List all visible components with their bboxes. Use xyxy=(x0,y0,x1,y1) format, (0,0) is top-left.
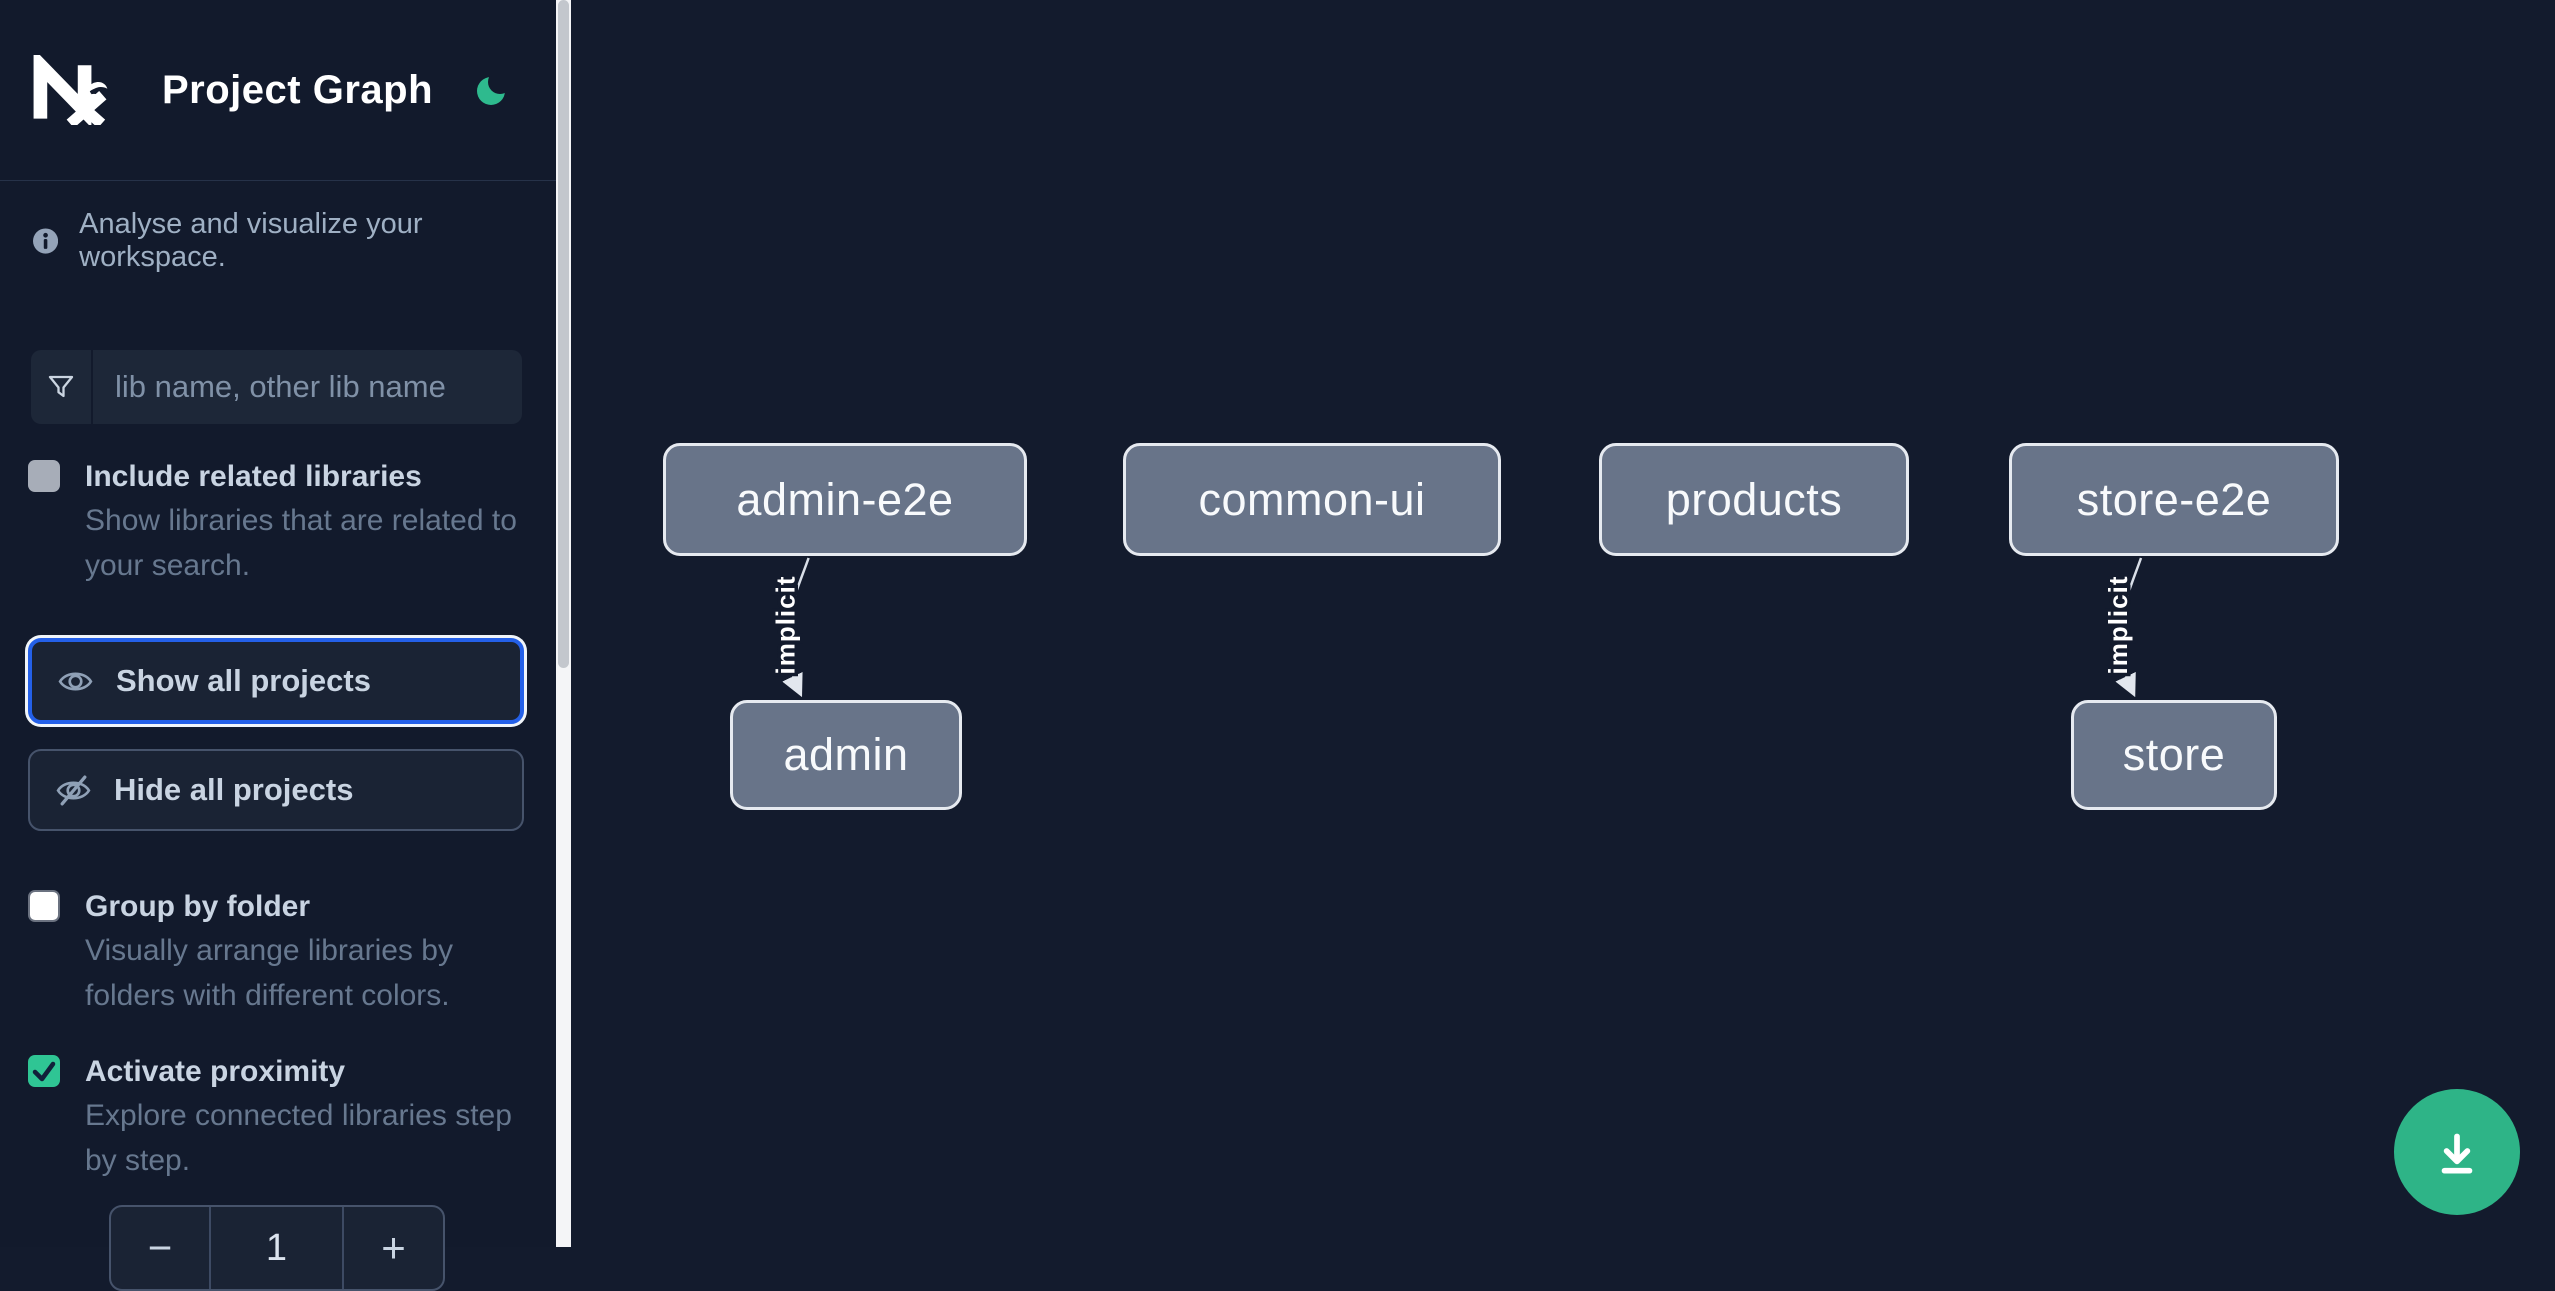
include-related-checkbox[interactable] xyxy=(28,460,60,492)
include-related-description: Show libraries that are related to your … xyxy=(85,504,517,582)
filter-icon xyxy=(31,350,93,424)
nx-logo-icon xyxy=(33,55,108,125)
sidebar-scrollbar-thumb[interactable] xyxy=(558,0,569,668)
graph-node-common-ui[interactable]: common-ui xyxy=(1123,443,1501,556)
hide-all-projects-button[interactable]: Hide all projects xyxy=(28,749,524,831)
increment-button[interactable]: + xyxy=(344,1207,443,1289)
group-by-folder-option: Group by folder Visually arrange librari… xyxy=(28,886,526,1018)
sidebar-scrollbar[interactable] xyxy=(556,0,571,1247)
moon-icon xyxy=(477,77,506,105)
filter-input[interactable] xyxy=(93,350,522,424)
graph-node-admin-e2e[interactable]: admin-e2e xyxy=(663,443,1027,556)
workspace-info-row: Analyse and visualize your workspace. xyxy=(33,208,526,274)
show-all-projects-button[interactable]: Show all projects xyxy=(28,638,524,724)
graph-canvas[interactable]: implicit implicit admin-e2e common-ui produ… xyxy=(571,0,2555,1247)
edge-label-store-e2e-store: implicit xyxy=(2103,575,2133,674)
graph-node-admin[interactable]: admin xyxy=(730,700,962,810)
page-title: Project Graph xyxy=(162,67,434,112)
download-graph-button[interactable] xyxy=(2394,1089,2520,1215)
edge-admin-e2e-admin xyxy=(782,557,810,698)
info-text: Analyse and visualize your workspace. xyxy=(79,208,423,273)
activate-proximity-checkbox[interactable] xyxy=(28,1055,60,1087)
activate-proximity-option: Activate proximity Explore connected lib… xyxy=(28,1051,526,1183)
download-icon xyxy=(2441,1133,2473,1174)
activate-proximity-description: Explore connected libraries step by step… xyxy=(85,1099,512,1177)
show-all-projects-label: Show all projects xyxy=(116,663,371,698)
graph-node-products[interactable]: products xyxy=(1599,443,1909,556)
edges-svg: implicit implicit xyxy=(767,557,2143,698)
info-icon xyxy=(33,228,59,254)
include-related-label: Include related libraries xyxy=(85,460,422,493)
group-by-folder-label: Group by folder xyxy=(85,890,310,923)
edge-store-e2e-store xyxy=(2115,557,2143,698)
decrement-button[interactable]: − xyxy=(111,1207,209,1289)
proximity-depth-stepper: − 1 + xyxy=(109,1205,445,1291)
hide-all-projects-label: Hide all projects xyxy=(114,772,354,807)
sidebar-content: Project Graph Ana xyxy=(0,0,556,1291)
group-by-folder-checkbox[interactable] xyxy=(28,890,60,922)
activate-proximity-label: Activate proximity xyxy=(85,1055,346,1088)
graph-node-store[interactable]: store xyxy=(2071,700,2277,810)
sidebar-header: Project Graph xyxy=(0,0,556,181)
theme-toggle-button[interactable] xyxy=(475,72,511,108)
proximity-depth-value: 1 xyxy=(209,1207,344,1289)
graph-node-store-e2e[interactable]: store-e2e xyxy=(2009,443,2339,556)
edge-label-admin-e2e-admin: implicit xyxy=(770,575,800,674)
filter-bar xyxy=(31,350,522,424)
sidebar: Project Graph Ana xyxy=(0,0,571,1291)
group-by-folder-description: Visually arrange libraries by folders wi… xyxy=(85,934,453,1012)
eye-icon xyxy=(57,663,94,700)
include-related-option: Include related libraries Show libraries… xyxy=(28,456,526,588)
eye-off-icon xyxy=(55,772,92,809)
